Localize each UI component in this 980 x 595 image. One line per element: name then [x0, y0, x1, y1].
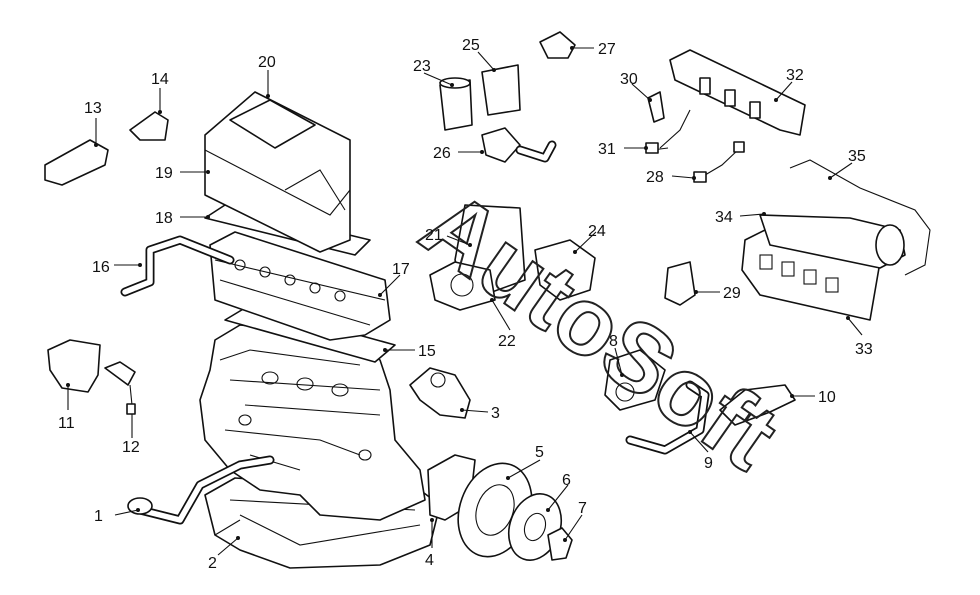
- callout-25: 25: [462, 37, 480, 54]
- egr-valve: [664, 261, 696, 306]
- throttle-assembly: [429, 204, 596, 311]
- mounting-bracket: [719, 384, 796, 426]
- vacuum-pipe: [789, 159, 931, 276]
- watermark: AutoSoft: [403, 170, 796, 490]
- callout-15: 15: [418, 343, 436, 360]
- cylinder-head: [209, 231, 391, 341]
- callout-33: 33: [855, 341, 873, 358]
- callout-11: 11: [58, 415, 75, 432]
- pressure-regulator: [539, 31, 576, 59]
- callouts: 1 2 3 4 5 6 7 8 9 10 11 12 13 14 15 16 1…: [58, 37, 873, 572]
- callout-26: 26: [433, 145, 451, 162]
- coolant-pipe-left: [120, 235, 235, 297]
- callout-18: 18: [155, 210, 173, 227]
- callout-4: 4: [425, 552, 434, 569]
- engine-block: [199, 324, 426, 521]
- callout-19: 19: [155, 165, 173, 182]
- thermostat-housing: [409, 367, 471, 419]
- engine-mount: [47, 339, 101, 393]
- fuel-filter-group: [439, 64, 557, 163]
- callout-30: 30: [620, 71, 638, 88]
- callout-28: 28: [646, 169, 664, 186]
- callout-20: 20: [258, 54, 276, 71]
- engine-bracket: [44, 139, 109, 186]
- callout-22: 22: [498, 333, 516, 350]
- water-pump: [604, 349, 666, 411]
- injector: [647, 91, 665, 123]
- callout-16: 16: [92, 259, 110, 276]
- callout-1: 1: [94, 508, 103, 525]
- callout-14: 14: [151, 71, 169, 88]
- fuel-rail: [669, 49, 806, 136]
- callout-3: 3: [491, 405, 500, 422]
- callout-29: 29: [723, 285, 741, 302]
- temperature-sensor: [104, 361, 136, 415]
- callout-5: 5: [535, 444, 544, 461]
- callout-8: 8: [609, 333, 618, 350]
- callout-24: 24: [588, 223, 606, 240]
- callout-17: 17: [392, 261, 410, 278]
- support-bracket: [129, 111, 169, 141]
- intake-manifold: [741, 214, 906, 321]
- callout-12: 12: [122, 439, 140, 456]
- water-hose: [625, 380, 710, 455]
- callout-35: 35: [848, 148, 866, 165]
- callout-2: 2: [208, 555, 217, 572]
- callout-13: 13: [84, 100, 102, 117]
- callout-23: 23: [413, 58, 431, 75]
- callout-31: 31: [598, 141, 616, 158]
- callout-10: 10: [818, 389, 836, 406]
- fuel-line-29: [693, 141, 745, 183]
- callout-27: 27: [598, 41, 616, 58]
- callout-34: 34: [715, 209, 733, 226]
- callout-21: 21: [425, 227, 443, 244]
- valve-cover: [204, 91, 351, 253]
- callout-9: 9: [704, 455, 713, 472]
- callout-32: 32: [786, 67, 804, 84]
- callout-7: 7: [578, 500, 587, 517]
- clutch-hub: [547, 527, 573, 561]
- callout-6: 6: [562, 472, 571, 489]
- egr-pipe: [127, 455, 275, 525]
